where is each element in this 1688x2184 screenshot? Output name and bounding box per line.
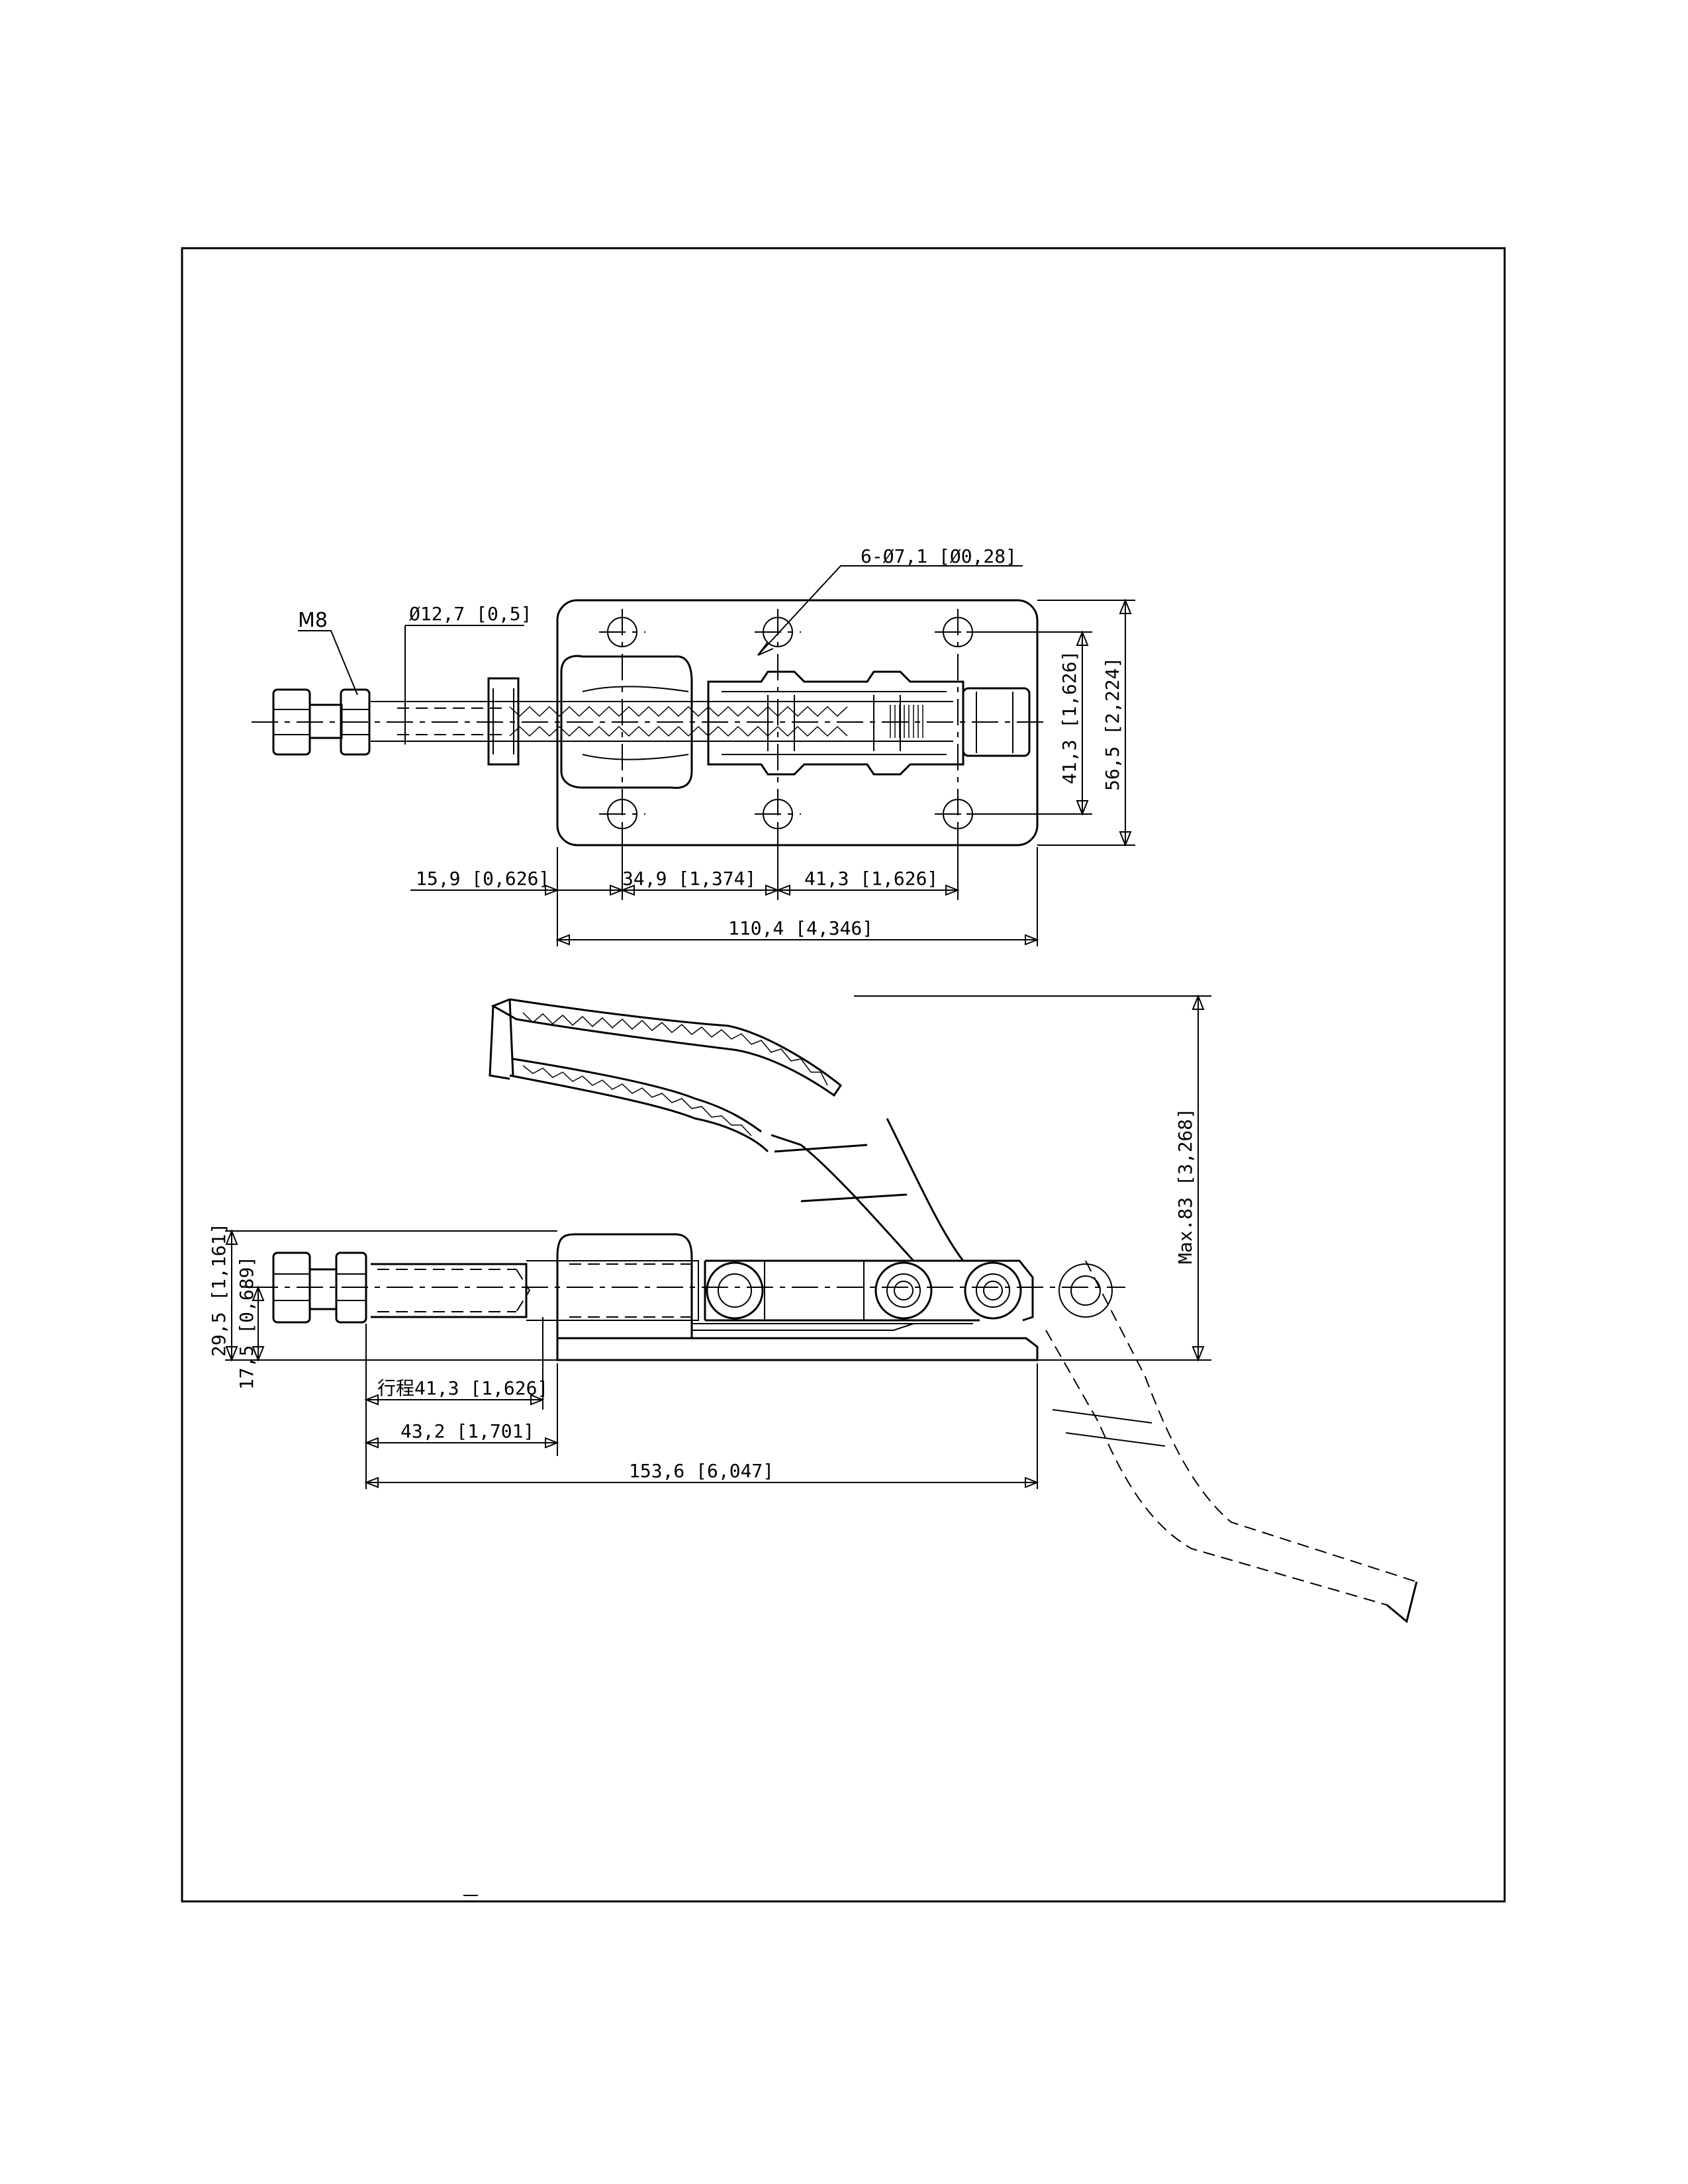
pivot-pin	[706, 1261, 764, 1320]
pivot-pin	[964, 1261, 1022, 1320]
pivot-pin	[874, 1261, 933, 1320]
shaft-diameter-label: Ø12,7 [0,5]	[409, 603, 532, 625]
dim-height-1: 29,5 [1,161]	[208, 1223, 230, 1357]
dim-spacing-2: 41,3 [1,626]	[804, 868, 938, 889]
pivot-pin-open	[1058, 1263, 1113, 1318]
link-block	[764, 1260, 865, 1321]
side-base	[556, 1337, 1039, 1361]
drawing-frame	[181, 247, 1506, 1903]
handle-open-position	[1045, 1260, 1417, 1606]
dim-offset: 15,9 [0,626]	[416, 868, 549, 889]
thread-label: M8	[298, 609, 328, 632]
top-view: M8 Ø12,7 [0,5] 6-Ø7,1 [Ø0,28] 41,3 [1,62…	[252, 545, 1135, 946]
hole-callout: 6-Ø7,1 [Ø0,28]	[861, 545, 1017, 567]
linkage-frame	[707, 670, 964, 776]
side-view: Max.83 [3,268] 29,5 [1,161] 17,5 [0,689]…	[208, 994, 1418, 1623]
plunger-shaft	[371, 701, 953, 742]
dim-max-height: Max.83 [3,268]	[1174, 1108, 1196, 1264]
dim-height-2: 17,5 [0,689]	[236, 1256, 258, 1390]
handle-hatching	[522, 1012, 828, 1136]
dim-overall: 153,6 [6,047]	[629, 1460, 774, 1482]
dim-spacing-1: 34,9 [1,374]	[622, 868, 756, 889]
mounting-holes	[599, 609, 981, 841]
side-bolt-shank	[308, 1268, 338, 1310]
handle-lever	[771, 1118, 964, 1262]
handle-grip	[491, 998, 843, 1097]
dim-stroke: 行程41,3 [1,626]	[377, 1377, 548, 1399]
dim-length-1: 43,2 [1,701]	[400, 1420, 534, 1442]
side-plunger	[371, 1263, 528, 1318]
housing-side	[556, 1233, 693, 1338]
dim-base-outer: 56,5 [2,224]	[1102, 657, 1123, 791]
housing-body	[560, 655, 693, 789]
dim-base-inner: 41,3 [1,626]	[1058, 651, 1080, 784]
sleeve-hatching	[509, 705, 848, 737]
dim-base-length: 110,4 [4,346]	[728, 917, 873, 939]
